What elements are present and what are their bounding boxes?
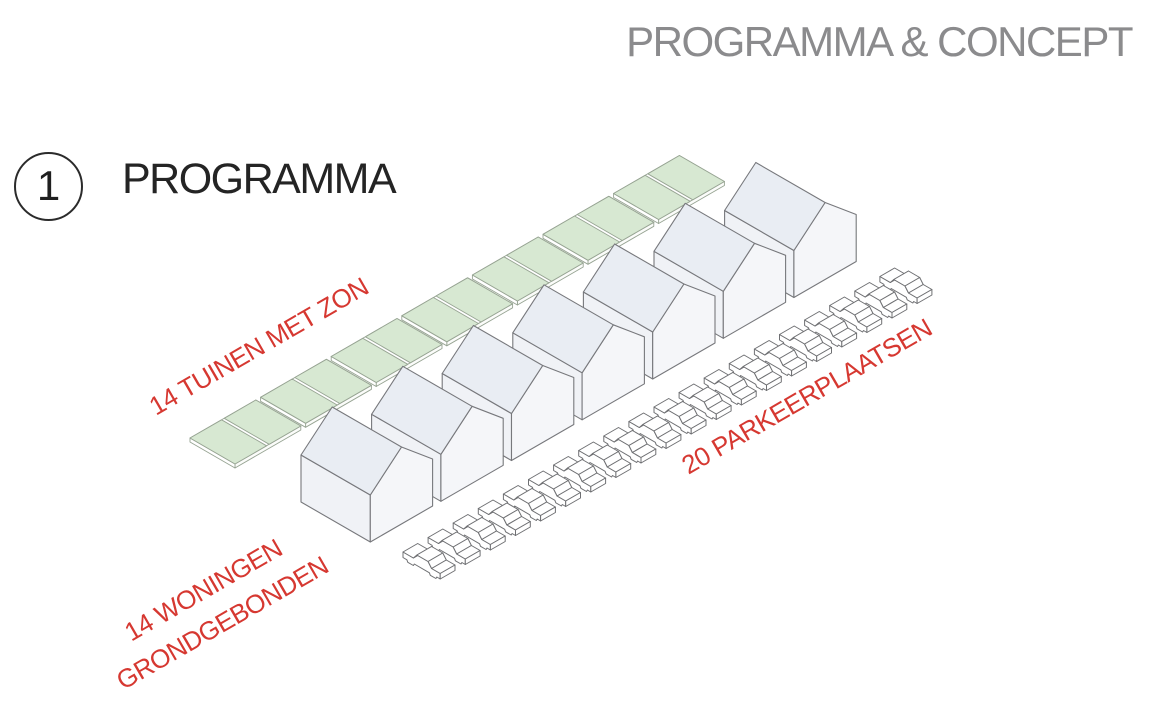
garden-pair (613, 155, 725, 224)
car (402, 543, 456, 580)
car (678, 383, 732, 420)
section-number-badge: 1 (14, 152, 83, 221)
section-title: PROGRAMMA (122, 155, 397, 203)
garden-pair (189, 399, 302, 469)
car (553, 456, 607, 493)
car (879, 267, 933, 304)
car (804, 311, 858, 348)
garden-pair (330, 318, 443, 387)
garden-pair (401, 277, 514, 347)
car (528, 470, 581, 507)
garden-pair (471, 236, 584, 306)
house (300, 406, 434, 543)
garden-pair (260, 358, 372, 428)
car (829, 296, 883, 333)
garden-pair (542, 195, 655, 265)
house-row (300, 161, 857, 543)
car (427, 528, 481, 565)
car (728, 354, 782, 391)
car (854, 282, 908, 319)
car (452, 514, 506, 551)
car (578, 441, 632, 478)
car (628, 412, 682, 449)
car (779, 325, 832, 362)
car (703, 369, 757, 406)
car (502, 485, 556, 522)
garden-row (189, 155, 725, 469)
car (653, 398, 707, 435)
car-row (402, 267, 933, 580)
page-title: PROGRAMMA & CONCEPT (626, 18, 1133, 65)
section-number: 1 (36, 161, 61, 209)
